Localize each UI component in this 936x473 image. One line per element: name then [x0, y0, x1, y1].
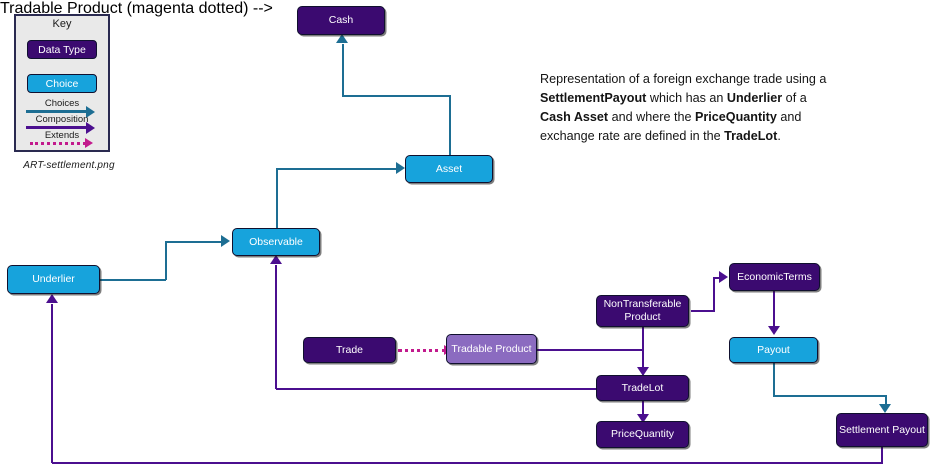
node-payout[interactable]: Payout: [729, 337, 818, 363]
edge-tradelot-to-observable-h: [276, 388, 602, 390]
description-term-cashasset: Cash Asset: [540, 110, 609, 124]
edge-payout-to-settlement-arrowhead: [879, 404, 891, 413]
edge-tradableproduct-to-spine-h: [537, 349, 644, 351]
node-settlement-payout[interactable]: Settlement Payout: [836, 413, 928, 447]
description-term-settlementpayout: SettlementPayout: [540, 91, 647, 105]
edge-payout-to-settlement-v1: [773, 363, 775, 396]
edge-spine-to-tradelot-arrowhead: [637, 367, 649, 376]
node-asset[interactable]: Asset: [405, 155, 493, 183]
edge-underlier-to-observable-h2: [165, 241, 223, 243]
legend-choice-label: Choice: [45, 77, 79, 90]
node-settlement-payout-label: Settlement Payout: [839, 423, 925, 436]
node-payout-label: Payout: [757, 343, 790, 356]
edge-observable-to-asset-v: [276, 168, 278, 230]
edge-ntp-to-economicterms-h2: [713, 277, 722, 279]
node-cash[interactable]: Cash: [297, 6, 385, 35]
edge-asset-to-cash-v1: [449, 95, 451, 156]
legend-choices-line: [26, 110, 88, 113]
edge-payout-to-settlement-v2: [885, 395, 887, 407]
edge-payout-to-settlement-h: [773, 395, 887, 397]
node-price-quantity[interactable]: PriceQuantity: [596, 421, 689, 448]
legend-choices-label: Choices: [44, 98, 80, 109]
legend-composition-line: [26, 126, 88, 129]
description-line-4a: exchange rate are defined in the: [540, 129, 725, 143]
node-trade[interactable]: Trade: [303, 337, 396, 363]
node-observable-label: Observable: [249, 235, 303, 248]
edge-economicterms-to-payout-v: [773, 291, 775, 328]
description-term-tradelot: TradeLot: [724, 129, 778, 143]
description-line-3b: and: [776, 110, 802, 124]
description-line-3a: and where the: [608, 110, 695, 124]
edge-spine-v: [642, 323, 644, 379]
description-text: Representation of a foreign exchange tra…: [540, 70, 870, 146]
legend-choices-arrowhead: [86, 105, 95, 118]
legend-choice-chip: Choice: [27, 74, 97, 93]
node-trade-lot-label: TradeLot: [621, 381, 664, 394]
description-term-underlier: Underlier: [726, 91, 783, 105]
node-trade-label: Trade: [335, 343, 364, 356]
node-price-quantity-label: PriceQuantity: [610, 428, 675, 440]
edge-ntp-to-economicterms-h1: [691, 310, 715, 312]
edge-asset-to-cash-h: [342, 95, 451, 97]
description-line-2a: which has an: [646, 91, 727, 105]
node-underlier-label: Underlier: [32, 273, 75, 285]
edge-settlement-to-underlier-v1: [881, 447, 883, 463]
description-term-pricequantity: PriceQuantity: [694, 110, 777, 124]
description-line-4b: .: [777, 129, 781, 143]
edge-asset-to-cash-arrowhead: [336, 34, 348, 43]
edge-asset-to-cash-v2: [342, 44, 344, 96]
legend-composition-arrowhead: [86, 121, 95, 134]
node-non-transferable-product-label: NonTransferable Product: [603, 298, 682, 323]
edge-underlier-to-observable-v: [165, 241, 167, 280]
edge-ntp-to-economicterms-v: [713, 277, 715, 311]
edge-tradelot-to-observable-v: [275, 265, 277, 389]
description-line-1: Representation of a foreign exchange tra…: [540, 72, 827, 86]
edge-tradelot-to-pricequantity-arrowhead: [637, 414, 649, 423]
node-economic-terms[interactable]: EconomicTerms: [729, 263, 820, 291]
legend-caption: ART-settlement.png: [23, 160, 115, 171]
legend-title: Key: [52, 18, 72, 30]
edge-underlier-to-observable-arrowhead: [221, 235, 230, 247]
edge-settlement-to-underlier-h: [52, 462, 883, 464]
legend-extends-line: [30, 142, 86, 145]
node-cash-label: Cash: [328, 14, 354, 26]
edge-settlement-to-underlier-v2: [51, 304, 53, 463]
node-underlier[interactable]: Underlier: [7, 265, 100, 294]
node-economic-terms-label: EconomicTerms: [737, 270, 812, 283]
legend-composition-label: Composition: [35, 114, 89, 125]
legend-data-type-chip: Data Type: [27, 40, 97, 59]
node-observable[interactable]: Observable: [232, 228, 320, 256]
edge-tradelot-to-pricequantity-v: [642, 401, 644, 419]
legend-extends-arrowhead: [85, 138, 93, 148]
node-tradable-product[interactable]: Tradable Product: [446, 334, 537, 364]
edge-economicterms-to-payout-arrowhead: [768, 326, 780, 335]
description-line-2b: of a: [782, 91, 807, 105]
edge-settlement-to-underlier-arrowhead: [46, 294, 58, 303]
node-non-transferable-product[interactable]: NonTransferable Product: [596, 295, 689, 327]
legend-data-type-label: Data Type: [38, 43, 86, 56]
edge-ntp-to-economicterms-arrowhead: [719, 271, 728, 283]
edge-observable-to-asset-h: [276, 168, 398, 170]
node-asset-label: Asset: [435, 162, 463, 175]
edge-tradelot-to-observable-arrowhead: [270, 255, 282, 264]
edge-observable-to-asset-arrowhead: [396, 162, 405, 174]
edge-underlier-to-observable-h1: [100, 279, 166, 281]
edge-trade-to-tradableproduct-line: [398, 349, 446, 352]
node-trade-lot[interactable]: TradeLot: [596, 375, 689, 401]
legend-extends-label: Extends: [44, 130, 80, 141]
node-tradable-product-label: Tradable Product: [451, 342, 532, 355]
